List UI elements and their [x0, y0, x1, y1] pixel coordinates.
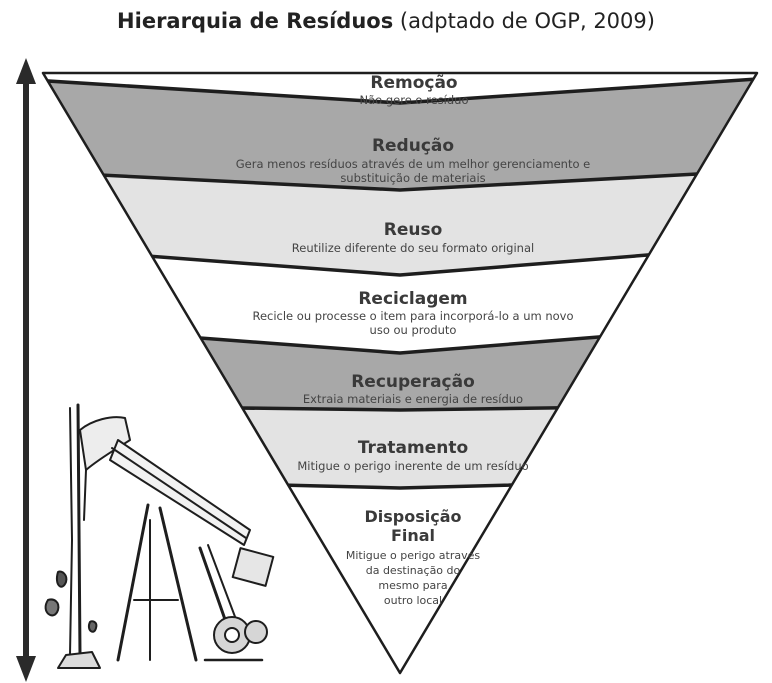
level-desc-line: outro local [384, 594, 442, 607]
title-bold: Hierarquia de Resíduos [117, 9, 393, 33]
level-desc-line: Reutilize diferente do seu formato origi… [292, 241, 534, 255]
level-remocao: Remoção Não gere o resíduo [360, 73, 469, 107]
level-reuso: Reuso Reutilize diferente do seu formato… [292, 220, 534, 255]
level-desc-line: Gera menos resíduos através de um melhor… [236, 157, 591, 171]
level-desc-line: da destinação do [366, 564, 461, 577]
level-recuperacao: Recuperação Extraia materiais e energia … [303, 372, 523, 406]
band-reuso [43, 170, 757, 275]
level-name: Disposição [364, 507, 461, 526]
title-rest: (adptado de OGP, 2009) [393, 9, 655, 33]
level-name: Redução [372, 136, 454, 156]
level-name: Reciclagem [358, 289, 467, 309]
level-desc-line: Mitigue o perigo inerente de um resíduo [297, 459, 528, 473]
level-name: Recuperação [351, 372, 475, 392]
band-remocao [43, 73, 757, 103]
level-name: Remoção [370, 73, 457, 93]
pyramid-outline [41, 71, 759, 675]
level-name: Reuso [384, 220, 443, 240]
level-reducao: Redução Gera menos resíduos através de u… [236, 136, 591, 185]
band-reducao [43, 78, 757, 190]
oil-pumpjack-icon [44, 403, 275, 669]
level-desc-line: Não gere o resíduo [360, 93, 469, 107]
level-tratamento: Tratamento Mitigue o perigo inerente de … [297, 438, 528, 473]
diagram-title: Hierarquia de Resíduos (adptado de OGP, … [117, 9, 655, 33]
level-reciclagem: Reciclagem Recicle ou processe o item pa… [252, 289, 573, 337]
level-desc-line: substituição de materiais [340, 171, 485, 185]
level-desc-line: mesmo para [378, 579, 447, 592]
level-desc-line: Extraia materiais e energia de resíduo [303, 392, 523, 406]
double-headed-vertical-arrow-icon [16, 58, 36, 682]
level-name: Tratamento [358, 438, 468, 458]
level-name-line2: Final [391, 526, 435, 545]
level-desc-line: uso ou produto [370, 323, 457, 337]
level-desc-line: Mitigue o perigo através [346, 549, 480, 562]
level-desc-line: Recicle ou processe o item para incorpor… [252, 309, 573, 323]
level-disposicao-final: Disposição Final Mitigue o perigo atravé… [346, 507, 480, 607]
